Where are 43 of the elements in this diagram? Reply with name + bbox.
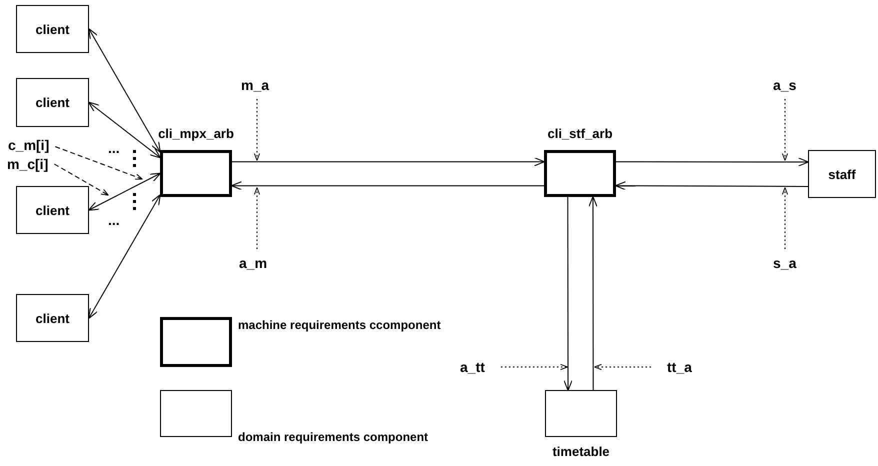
- arrow: [231, 181, 544, 190]
- legend-text: domain requirements component: [238, 430, 428, 444]
- leader-line: [54, 146, 143, 180]
- arrow: [564, 196, 573, 391]
- domain-component-box: [808, 150, 876, 198]
- leader-line: [254, 98, 260, 161]
- component-name: client: [36, 95, 70, 110]
- component-name: client: [36, 22, 70, 36]
- double-arrow: [88, 194, 161, 319]
- leader-line: [782, 98, 788, 161]
- leader-line: [594, 364, 652, 370]
- signal-label: a_m: [239, 255, 268, 271]
- signal-label: m_a: [241, 77, 270, 93]
- arrow: [588, 196, 598, 390]
- domain-component-box: [16, 78, 89, 127]
- domain-component-box: [16, 5, 89, 53]
- leader-line: [54, 164, 109, 196]
- arrow: [232, 157, 545, 166]
- leader-line: [254, 187, 260, 250]
- double-arrow: [88, 172, 161, 211]
- domain-component-box: [16, 186, 89, 234]
- signal-label: a_s: [773, 77, 796, 93]
- component-name: cli_stf_arb: [547, 126, 613, 141]
- ellipsis-label: ...: [108, 140, 120, 156]
- signal-label: tt_a: [667, 359, 692, 375]
- signal-label: m_c[i]: [7, 156, 48, 172]
- double-arrow: [88, 28, 161, 153]
- legend-text: machine requirements ccomponent: [238, 318, 441, 332]
- component-name: timetable: [552, 444, 610, 459]
- component-name: client: [36, 202, 70, 218]
- signal-label: c_m[i]: [8, 137, 50, 153]
- component-name: client: [36, 310, 70, 326]
- arrow: [615, 181, 808, 190]
- component-name: staff: [828, 166, 856, 182]
- domain-component-box: [16, 294, 89, 342]
- arrow: [616, 158, 809, 166]
- leader-line: [500, 364, 568, 370]
- leader-line: [782, 187, 788, 250]
- signal-label: s_a: [773, 255, 796, 271]
- ellipsis-label: ...: [108, 212, 120, 228]
- signal-label: a_tt: [460, 359, 485, 375]
- component-name: cli_mpx_arb: [158, 126, 234, 141]
- double-arrow: [88, 102, 161, 158]
